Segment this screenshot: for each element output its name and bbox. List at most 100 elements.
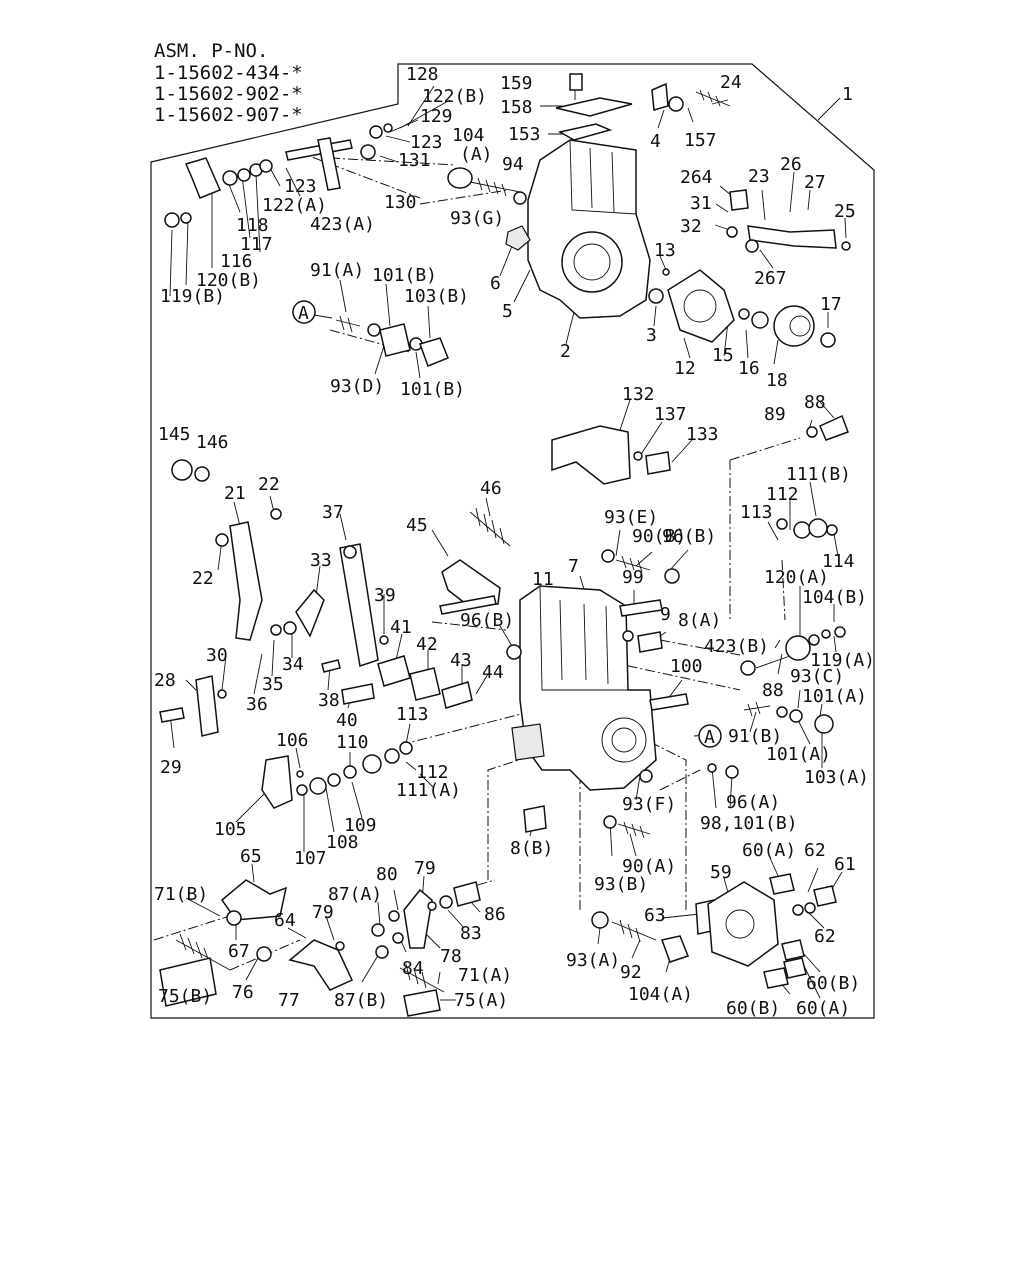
nut-93f <box>639 769 653 783</box>
bolt-60b-right <box>781 939 805 961</box>
callout-2: 2 <box>560 341 571 362</box>
washer-137 <box>633 451 643 461</box>
callout-6: 6 <box>490 273 501 294</box>
callout-40: 40 <box>336 710 358 731</box>
nut-93e <box>601 549 615 563</box>
bolt-96b-right <box>664 568 680 584</box>
callout-46: 46 <box>480 478 502 499</box>
callout-117: 117 <box>240 234 273 255</box>
callout-32: 32 <box>680 216 702 237</box>
washer-15 <box>738 308 750 320</box>
rod-75b <box>159 957 217 1007</box>
washer-34 <box>283 621 297 635</box>
callout-101a-upper: 101(A) <box>802 686 867 707</box>
lever-64 <box>288 939 353 991</box>
plug-6 <box>505 225 531 251</box>
plug-93d <box>379 323 411 357</box>
washer-79-left <box>335 941 345 951</box>
callout-130: 130 <box>384 192 417 213</box>
bolt-60a-lower <box>783 957 807 979</box>
callout-89: 89 <box>764 404 786 425</box>
callout-7: 7 <box>568 556 579 577</box>
bolt-267 <box>745 239 759 253</box>
callout-93f: 93(F) <box>622 794 676 815</box>
callout-24: 24 <box>720 72 742 93</box>
callout-113-upper: 113 <box>740 502 773 523</box>
header-part-number-2: 1-15602-902-* <box>154 83 303 105</box>
washer-35 <box>270 624 282 636</box>
lever-423a <box>317 137 341 191</box>
lever-21 <box>229 521 263 641</box>
nut-119a <box>808 634 820 646</box>
callout-93a: 93(A) <box>566 950 620 971</box>
callout-128: 128 <box>406 64 439 85</box>
callout-267: 267 <box>754 268 787 289</box>
callout-123-upper: 123 <box>410 132 443 153</box>
callout-3: 3 <box>646 325 657 346</box>
callout-106: 106 <box>276 730 309 751</box>
callout-122b: 122(B) <box>422 86 487 107</box>
seal-112-lower <box>384 748 400 764</box>
callout-119a: 119(A) <box>810 650 875 671</box>
callout-30: 30 <box>206 645 228 666</box>
washer-17 <box>820 332 836 348</box>
callout-61: 61 <box>834 854 856 875</box>
sleeve-111b <box>808 518 828 538</box>
clip-113-lower <box>399 741 413 755</box>
callout-146: 146 <box>196 432 229 453</box>
callout-137: 137 <box>654 404 687 425</box>
bolt-133 <box>645 451 671 475</box>
callout-92: 92 <box>620 962 642 983</box>
callout-62-upper: 62 <box>804 840 826 861</box>
callout-93e: 93(E) <box>604 507 658 528</box>
callout-88-upper: 88 <box>804 392 826 413</box>
bolt-61 <box>813 885 837 907</box>
washer-123a <box>369 125 383 139</box>
washer-123b <box>259 159 273 173</box>
callout-labels: 1 2 3 4 5 6 7 8(A) 8(B) 9 11 12 13 15 16… <box>154 64 875 1019</box>
callout-103b: 103(B) <box>404 286 469 307</box>
sleeve-42 <box>409 667 441 701</box>
callout-113-lower: 113 <box>396 704 429 725</box>
callout-4: 4 <box>650 131 661 152</box>
block-7-side <box>511 723 545 761</box>
callout-96b-left: 96(B) <box>460 610 514 631</box>
callout-118: 118 <box>236 215 269 236</box>
screw-100 <box>649 693 689 711</box>
bolt-87b <box>375 945 389 959</box>
bolt-32 <box>726 226 738 238</box>
marker-a-lower-label: A <box>704 727 715 748</box>
pin-99 <box>619 599 663 617</box>
callout-5: 5 <box>502 301 513 322</box>
callout-93g: 93(G) <box>450 208 504 229</box>
washer-104b <box>834 626 846 638</box>
nut-22b <box>270 508 282 520</box>
callout-26: 26 <box>780 154 802 175</box>
callout-17: 17 <box>820 294 842 315</box>
callout-34: 34 <box>282 654 304 675</box>
lever-33 <box>295 588 325 638</box>
callout-75a: 75(A) <box>454 990 508 1011</box>
callout-111b: 111(B) <box>786 464 851 485</box>
washer-122b <box>383 123 393 133</box>
bolt-76 <box>256 946 272 962</box>
washer-114 <box>826 524 838 536</box>
cap-145 <box>171 459 193 481</box>
spring-43 <box>441 681 473 709</box>
washer-109b <box>343 765 357 779</box>
callout-264: 264 <box>680 167 713 188</box>
housing-bore <box>561 231 623 293</box>
callout-108: 108 <box>326 832 359 853</box>
washer-83 <box>439 895 453 909</box>
callout-119b: 119(B) <box>160 286 225 307</box>
callout-93b: 93(B) <box>594 874 648 895</box>
callout-60b-right: 60(B) <box>806 973 860 994</box>
callout-110: 110 <box>336 732 369 753</box>
washer-109a <box>327 773 341 787</box>
callout-75b: 75(B) <box>158 986 212 1007</box>
callout-71a: 71(A) <box>458 965 512 986</box>
callout-423b: 423(B) <box>704 636 769 657</box>
callout-86: 86 <box>484 904 506 925</box>
nut-87a <box>371 923 385 937</box>
clip-264 <box>729 189 749 211</box>
